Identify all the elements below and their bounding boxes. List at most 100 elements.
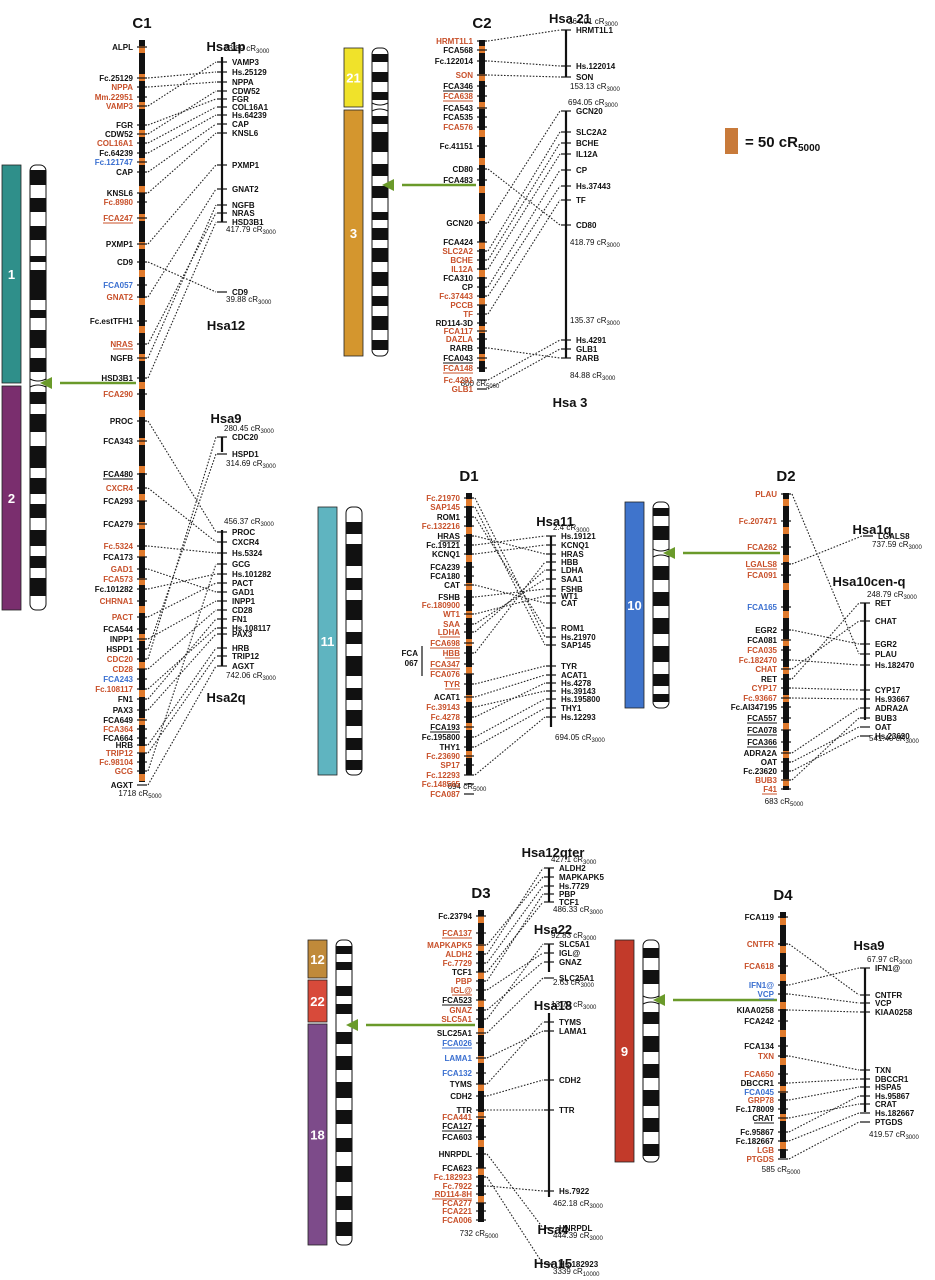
human-marker-label: HSPD1 xyxy=(232,450,259,459)
rh-map-interval xyxy=(139,242,145,249)
marker-label: FCA618 xyxy=(744,962,774,971)
human-marker-label: DBCCR1 xyxy=(875,1075,909,1084)
marker-label: FCA279 xyxy=(103,520,133,529)
human-marker-label: SLC25A1 xyxy=(559,974,595,983)
human-marker-label: Hs.101282 xyxy=(232,570,272,579)
human-marker-label: PACT xyxy=(232,579,253,588)
chromosome-band xyxy=(372,116,388,124)
ortholog-link xyxy=(788,1078,860,1084)
map-length-label: 585 cR5000 xyxy=(762,1165,801,1176)
human-marker-label: SAP145 xyxy=(561,641,591,650)
ortholog-link xyxy=(791,659,860,666)
rh-map-interval xyxy=(780,946,786,953)
ortholog-link xyxy=(147,188,217,298)
rh-map-interval xyxy=(780,1002,786,1009)
group-label: FCA xyxy=(402,649,419,658)
ortholog-link xyxy=(474,569,546,633)
ortholog-link xyxy=(147,114,217,154)
ortholog-link xyxy=(788,1086,860,1101)
chromosome-segment-18 xyxy=(307,1023,328,1246)
marker-label: CHRNA1 xyxy=(100,597,134,606)
marker-label: RET xyxy=(761,675,777,684)
human-marker-label: Hs.25129 xyxy=(232,68,267,77)
human-marker-label: GAD1 xyxy=(232,588,255,597)
ortholog-link xyxy=(147,609,217,670)
rh-map-interval xyxy=(479,158,485,165)
marker-label: Fc.5324 xyxy=(104,542,134,551)
ortholog-link xyxy=(788,943,860,996)
human-marker-label: PROC xyxy=(232,528,255,537)
human-marker-label: TYR xyxy=(561,662,577,671)
human-marker-label: CD80 xyxy=(576,221,597,230)
human-map-title: Hsa1q xyxy=(852,522,891,537)
chromosome-band xyxy=(346,760,362,770)
rh-map-interval xyxy=(478,1196,484,1203)
marker-label: WT1 xyxy=(443,610,460,619)
human-marker-label: IL12A xyxy=(576,150,598,159)
rh-map-interval xyxy=(139,522,145,529)
human-map-end: 3339 cR10000 xyxy=(553,1267,600,1278)
marker-label: FCA543 xyxy=(443,104,473,113)
marker-label: Fc.23690 xyxy=(426,752,460,761)
human-map-title: Hsa15 xyxy=(534,1256,572,1271)
human-marker-label: CDH2 xyxy=(559,1076,581,1085)
ortholog-link xyxy=(788,1009,860,1013)
rh-map-interval xyxy=(466,499,472,506)
chromosome-band xyxy=(346,656,362,676)
marker-label: SON xyxy=(456,71,474,80)
chromosome-segment-21 xyxy=(343,47,364,108)
marker-label: Fc.180900 xyxy=(422,601,461,610)
marker-label: Fc.4291 xyxy=(444,376,474,385)
human-map-title: Hsa 3 xyxy=(553,395,588,410)
chromosome-band xyxy=(643,1036,659,1052)
marker-label: Fc.7922 xyxy=(443,1182,473,1191)
marker-label: Fc.182470 xyxy=(739,656,778,665)
marker-label: EGR2 xyxy=(755,626,777,635)
human-map-end: 486.33 cR3000 xyxy=(553,905,603,916)
marker-label: CP xyxy=(462,283,474,292)
chromosome-band xyxy=(372,228,388,240)
marker-label: Fc.182923 xyxy=(434,1173,473,1182)
chromosome-band xyxy=(30,392,46,404)
human-map-title: Hsa11 xyxy=(536,514,574,529)
marker-label: Fc.101282 xyxy=(95,585,134,594)
ortholog-link xyxy=(147,420,217,533)
chromosome-band xyxy=(372,272,388,286)
marker-label: TTR xyxy=(456,1106,472,1115)
human-map-title: Hsa9 xyxy=(210,411,241,426)
human-marker-label: TXN xyxy=(875,1066,891,1075)
chromosome-band xyxy=(653,526,669,540)
human-marker-label: THY1 xyxy=(561,704,582,713)
human-marker-label: CNTFR xyxy=(875,991,902,1000)
rh-map-interval xyxy=(479,214,485,221)
marker-label: FCA664 xyxy=(103,734,133,743)
panel-title: C2 xyxy=(472,15,491,32)
rh-map-bar xyxy=(479,40,485,372)
human-marker-label: MAPKAPK5 xyxy=(559,873,604,882)
ortholog-link xyxy=(486,1079,544,1097)
rh-map-interval xyxy=(139,634,145,641)
human-marker-label: CRAT xyxy=(875,1100,897,1109)
rh-map-interval xyxy=(479,270,485,277)
ortholog-link xyxy=(791,717,860,781)
marker-label: CD9 xyxy=(117,258,134,267)
rh-map-interval xyxy=(783,583,789,590)
ortholog-link xyxy=(791,707,860,754)
marker-label: CDW52 xyxy=(105,130,134,139)
human-map-title: Hsa12qter xyxy=(522,845,585,860)
chromosome-segment-label: 22 xyxy=(310,994,324,1009)
rh-map-interval xyxy=(139,746,145,753)
chromosome-band xyxy=(653,694,669,702)
marker-label: Fc.98104 xyxy=(99,758,133,767)
human-marker-label: PLAU xyxy=(875,650,897,659)
ortholog-link xyxy=(487,110,561,224)
rh-map-interval xyxy=(466,751,472,758)
marker-label: PBP xyxy=(456,977,473,986)
chromosome-band xyxy=(372,186,388,198)
human-map-title: Hsa4 xyxy=(537,1222,569,1237)
